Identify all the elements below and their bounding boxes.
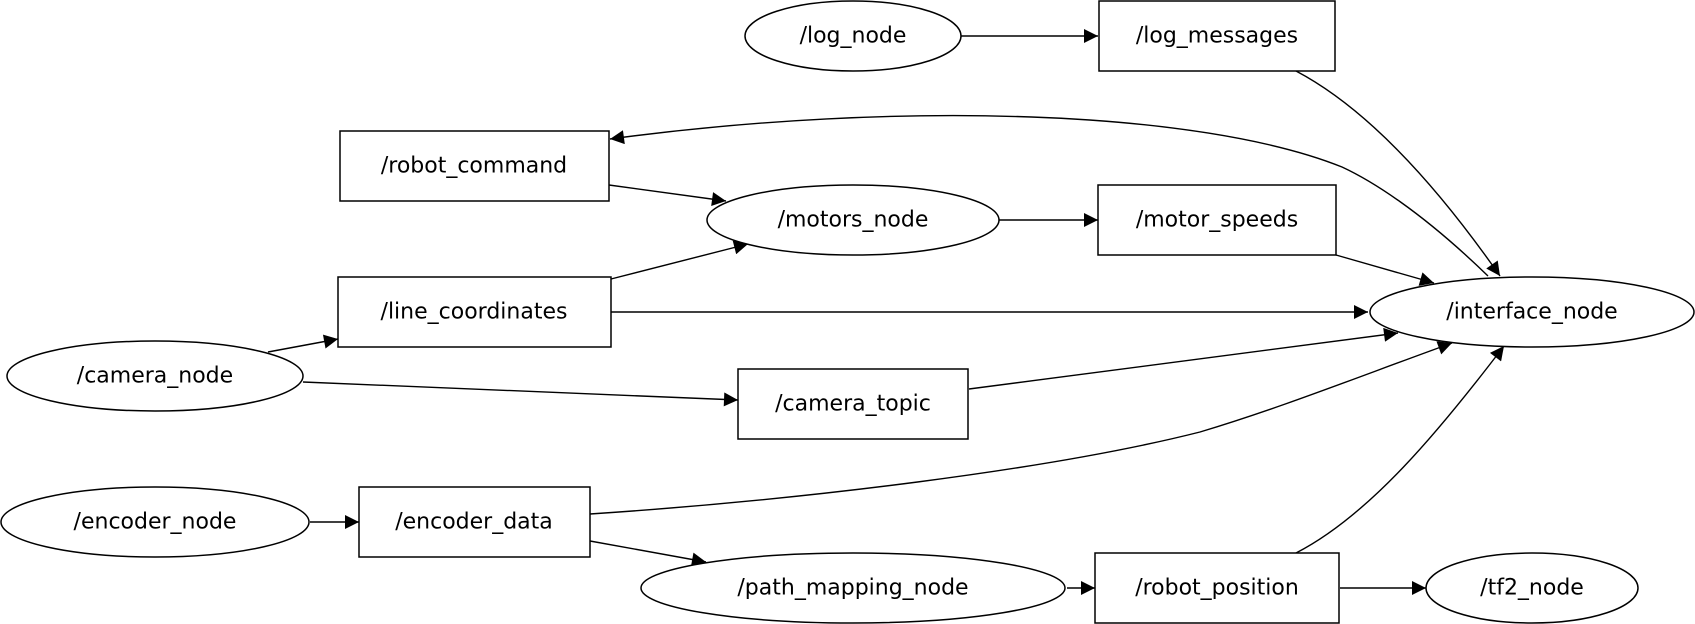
node-label: /encoder_data [395, 510, 553, 535]
topic-robot-command[interactable]: /robot_command [339, 130, 610, 202]
edge-camera-topic-to-interface-node [968, 327, 1399, 390]
edge-interface-node-to-robot-command [609, 114, 1489, 277]
edge-robot-command-to-motors-node [608, 184, 727, 207]
node-log-node[interactable]: /log_node [744, 0, 962, 72]
edge-camera-node-to-line-coordinates [267, 334, 339, 353]
topic-motor-speeds[interactable]: /motor_speeds [1097, 184, 1337, 256]
node-interface-node[interactable]: /interface_node [1369, 276, 1695, 348]
topic-encoder-data[interactable]: /encoder_data [358, 486, 591, 558]
node-label: /motor_speeds [1136, 208, 1298, 233]
topic-log-messages[interactable]: /log_messages [1098, 0, 1336, 72]
node-label: /line_coordinates [381, 300, 568, 325]
topic-camera-topic[interactable]: /camera_topic [737, 368, 969, 440]
node-label: /robot_command [381, 154, 567, 179]
edge-motor-speeds-to-interface-node [1335, 254, 1435, 286]
edge-log-messages-to-interface-node [1295, 70, 1501, 277]
node-label: /tf2_node [1480, 576, 1584, 601]
edge-robot-position-to-interface-node [1295, 345, 1505, 554]
node-label: /robot_position [1135, 576, 1299, 601]
edges [267, 29, 1505, 595]
node-label: /log_messages [1136, 24, 1298, 49]
topic-robot-position[interactable]: /robot_position [1094, 552, 1340, 624]
node-label: /interface_node [1446, 300, 1617, 325]
node-tf2-node[interactable]: /tf2_node [1425, 552, 1639, 624]
node-motors-node[interactable]: /motors_node [706, 184, 1000, 256]
node-label: /motors_node [778, 208, 929, 233]
node-path-mapping-node[interactable]: /path_mapping_node [640, 552, 1066, 624]
node-label: /camera_node [77, 364, 233, 389]
node-label: /encoder_node [74, 510, 237, 535]
edge-line-coordinates-to-motors-node [610, 240, 749, 280]
node-encoder-node[interactable]: /encoder_node [0, 486, 310, 558]
node-camera-node[interactable]: /camera_node [6, 340, 304, 412]
node-label: /log_node [800, 24, 907, 49]
topic-line-coordinates[interactable]: /line_coordinates [337, 276, 612, 348]
node-label: /path_mapping_node [737, 576, 968, 601]
edge-encoder-data-to-path-mapping-node [589, 540, 707, 567]
edge-encoder-data-to-interface-node [589, 341, 1453, 515]
node-label: /camera_topic [775, 392, 931, 417]
edge-camera-node-to-camera-topic [302, 381, 739, 407]
